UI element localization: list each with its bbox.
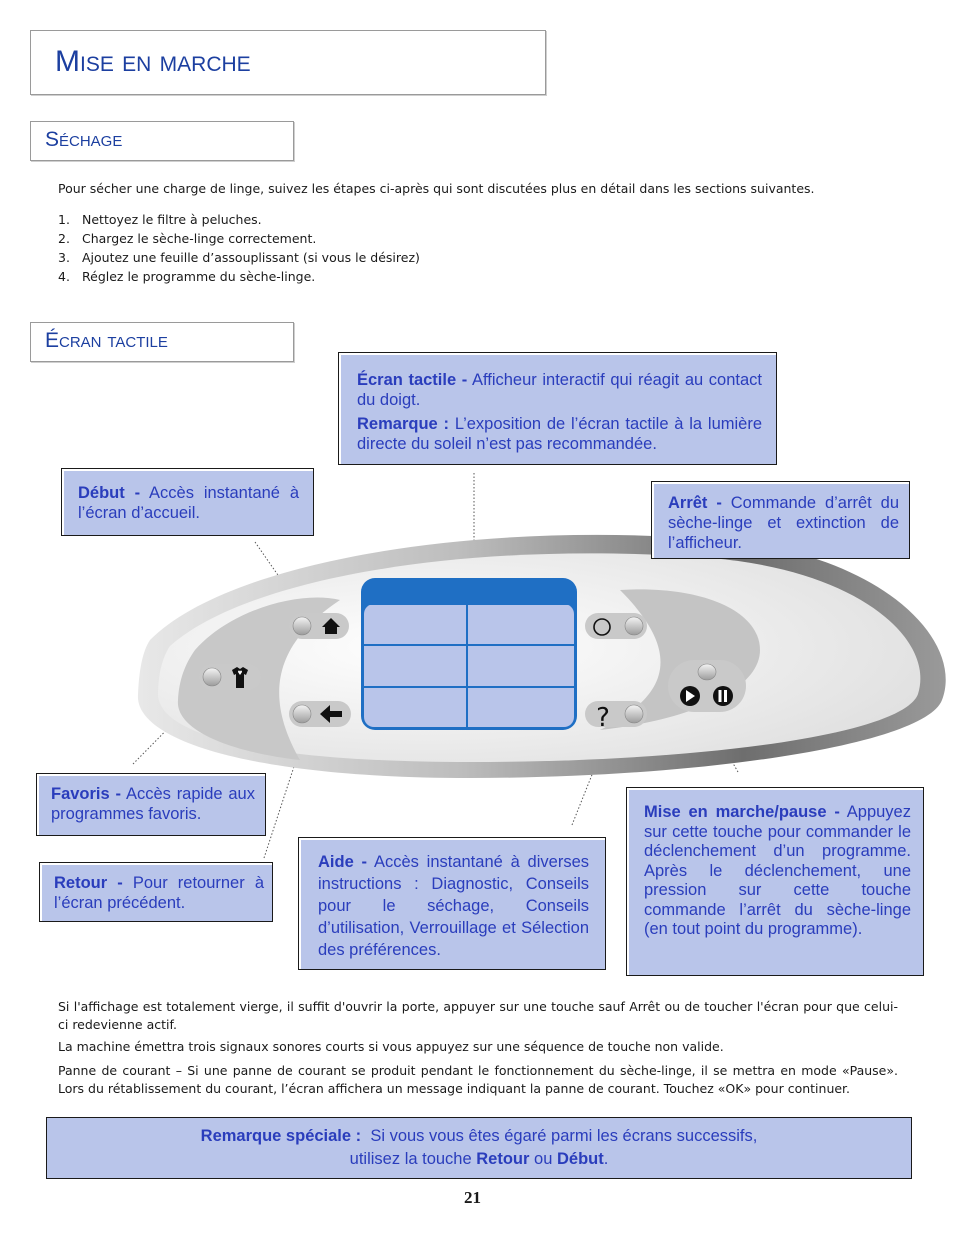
home-icon xyxy=(322,618,340,634)
callout-favoris: Favoris - Accès rapide aux programmes fa… xyxy=(36,773,266,836)
section-title-box-ecran: Écran tactile xyxy=(30,322,294,362)
list-item: 1.Nettoyez le filtre à peluches. xyxy=(58,212,262,227)
play-icon xyxy=(680,686,700,706)
stop-button[interactable] xyxy=(585,613,647,639)
control-panel-illustration: ? xyxy=(132,473,946,859)
page-title: Mise en marche xyxy=(55,45,251,78)
list-item: 4.Réglez le programme du sèche-linge. xyxy=(58,269,316,284)
steps-list: 1.Nettoyez le filtre à peluches. 2.Charg… xyxy=(58,210,420,286)
list-item: 2.Chargez le sèche-linge correctement. xyxy=(58,231,317,246)
touch-screen[interactable] xyxy=(361,578,577,730)
back-arrow-icon xyxy=(320,705,342,723)
intro-paragraph: Pour sécher une charge de linge, suivez … xyxy=(58,181,815,196)
callout-retour: Retour - Pour retourner à l’écran précéd… xyxy=(39,862,273,922)
page-title-box: Mise en marche xyxy=(30,30,546,95)
callout-aide: Aide - Accès instantané à diverses instr… xyxy=(298,837,606,970)
special-note: Remarque spéciale : Si vous vous êtes ég… xyxy=(46,1117,912,1179)
paragraph-blank-display: Si l'affichage est totalement vierge, il… xyxy=(58,999,898,1032)
callout-ecran-tactile: Écran tactile - Afficheur interactif qui… xyxy=(338,352,777,465)
pause-icon xyxy=(713,686,733,706)
callout-mise-en-marche: Mise en marche/pause - Appuyez sur cette… xyxy=(626,787,924,976)
callout-arret: Arrêt - Commande d’arrêt du sèche-linge … xyxy=(651,481,910,559)
home-button[interactable] xyxy=(289,613,349,639)
list-item: 3.Ajoutez une feuille d’assouplissant (s… xyxy=(58,250,420,265)
paragraph-power-failure: Panne de courant – Si une panne de coura… xyxy=(58,1063,898,1096)
back-button[interactable] xyxy=(289,701,351,727)
section-title-ecran: Écran tactile xyxy=(45,329,168,352)
section-title-box-sechage: Séchage xyxy=(30,121,294,161)
help-button[interactable]: ? xyxy=(585,701,647,733)
start-pause-button[interactable] xyxy=(668,660,746,712)
paragraph-invalid-sequence: La machine émettra trois signaux sonores… xyxy=(58,1039,724,1054)
section-title-sechage: Séchage xyxy=(45,128,123,151)
help-icon: ? xyxy=(596,703,610,733)
shirt-heart-icon xyxy=(232,667,248,688)
stop-circle-icon xyxy=(593,618,611,636)
favorites-button[interactable] xyxy=(199,664,261,690)
callout-debut: Début - Accès instantané à l’écran d’acc… xyxy=(61,468,314,536)
page-number: 21 xyxy=(464,1188,481,1207)
